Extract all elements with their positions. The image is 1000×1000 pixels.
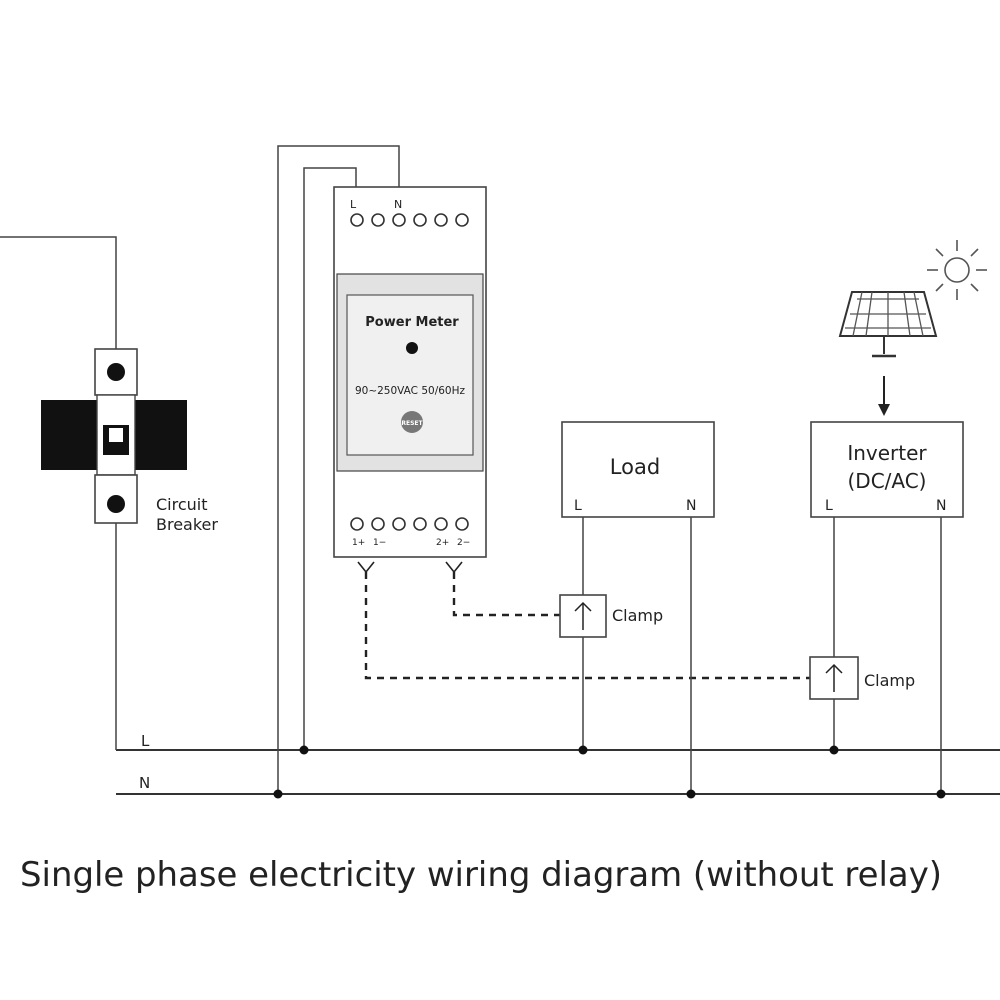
inverter-clamp-label: Clamp (864, 671, 915, 690)
ct2-wire-fork (445, 561, 463, 574)
meter-bottom-terminal (455, 517, 469, 531)
load-terminal-N: N (686, 498, 696, 514)
meter-spec: 90~250VAC 50/60Hz (355, 385, 466, 397)
inverter-box (810, 421, 964, 518)
meter-top-terminal (455, 213, 469, 227)
junction-dots (273, 745, 946, 799)
meter-bottom-terminal (350, 517, 364, 531)
inverter-label-line2: (DC/AC) (847, 469, 926, 493)
bus-L-label: L (141, 732, 150, 750)
junction-dot (829, 745, 839, 755)
meter-ct1-plus-label: 1+ (352, 538, 365, 548)
meter-ct1-minus-label: 1− (373, 538, 386, 548)
ct1-dashed-wire (364, 572, 810, 680)
breaker-top-screw (107, 363, 125, 381)
diagram-caption: Single phase electricity wiring diagram … (20, 855, 942, 895)
ct2-dashed-wire (452, 572, 560, 617)
inverter: Inverter (DC/AC) L N Clamp (809, 421, 964, 794)
meter-top-terminal (371, 213, 385, 227)
load: Load L N Clamp (559, 421, 715, 794)
meter-top-terminal (413, 213, 427, 227)
meter-bottom-terminal (392, 517, 406, 531)
circuit-breaker: Circuit Breaker (0, 236, 218, 750)
meter-title: Power Meter (365, 315, 459, 330)
load-box (561, 421, 715, 518)
ct-signal-wires (357, 561, 810, 680)
load-label: Load (610, 455, 660, 479)
clamp-arrow-icon (574, 601, 592, 630)
meter-bottom-terminal (371, 517, 385, 531)
breaker-label-line1: Circuit (156, 495, 208, 514)
power-meter: L N Power Meter 90~250VAC 50/60Hz RESET … (277, 145, 487, 794)
arrow-down-icon (878, 376, 890, 416)
junction-dot (936, 789, 946, 799)
meter-N-feed-wire (277, 145, 400, 794)
sun-icon (927, 240, 987, 300)
meter-ct2-plus-label: 2+ (436, 538, 449, 548)
meter-bottom-terminal (434, 517, 448, 531)
meter-indicator-led (406, 342, 418, 354)
meter-top-terminals (350, 213, 469, 227)
meter-reset-button[interactable] (401, 411, 423, 433)
breaker-label-line2: Breaker (156, 515, 218, 534)
meter-bottom-terminal (413, 517, 427, 531)
clamp-arrow-icon (825, 663, 843, 692)
breaker-bottom-screw (107, 495, 125, 513)
inverter-terminal-N: N (936, 498, 946, 514)
inverter-terminal-L: L (825, 498, 833, 514)
supply-wire (0, 236, 117, 349)
ct1-wire-fork (357, 561, 375, 574)
load-clamp-label: Clamp (612, 606, 663, 625)
meter-top-terminal (350, 213, 364, 227)
meter-terminal-L-label: L (350, 198, 357, 211)
junction-dot (299, 745, 309, 755)
junction-dot (686, 789, 696, 799)
bus-lines: L N (116, 732, 1000, 795)
breaker-handle-tab (109, 428, 123, 442)
meter-ct2-minus-label: 2− (457, 538, 470, 548)
meter-top-terminal (392, 213, 406, 227)
load-terminal-L: L (574, 498, 582, 514)
meter-terminal-N-label: N (394, 198, 402, 211)
junction-dot (273, 789, 283, 799)
breaker-bottom-module (94, 474, 138, 524)
solar-panel-icon (838, 291, 938, 358)
bus-N-label: N (139, 774, 150, 792)
junction-dot (578, 745, 588, 755)
meter-bottom-terminals (350, 517, 469, 531)
inverter-label-line1: Inverter (847, 441, 927, 465)
meter-top-terminal (434, 213, 448, 227)
meter-reset-label: RESET (401, 420, 423, 427)
